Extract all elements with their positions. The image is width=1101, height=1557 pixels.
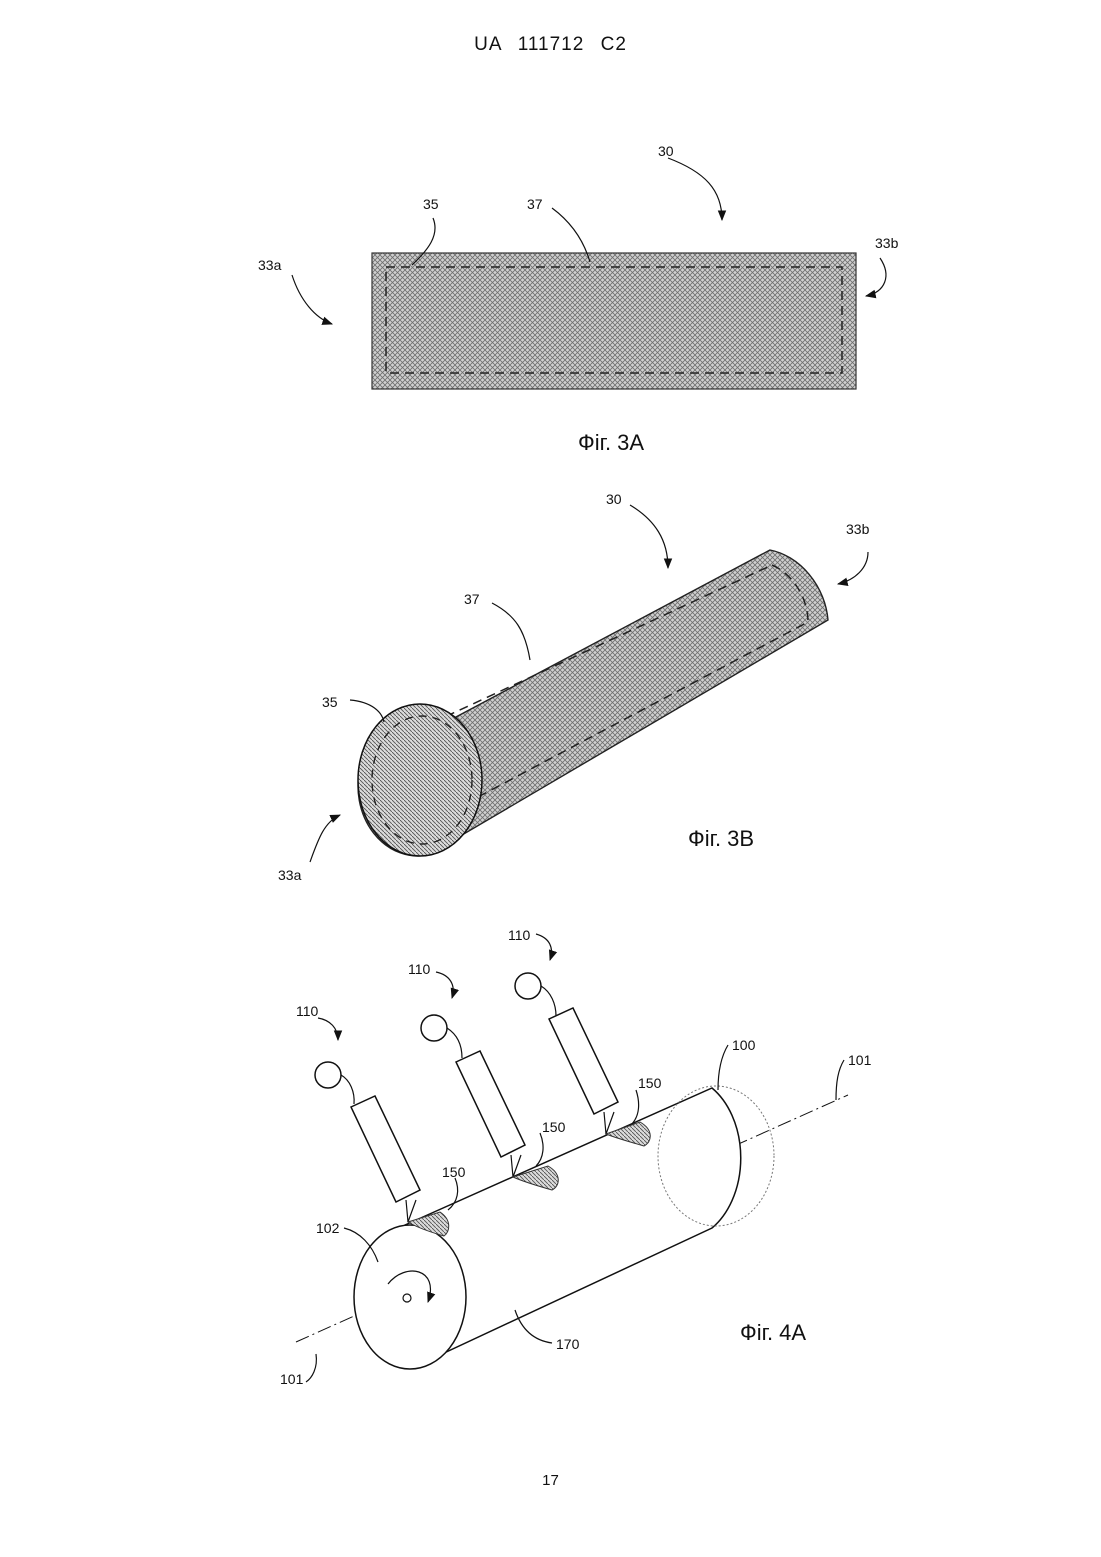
label-102: 102 bbox=[316, 1220, 340, 1236]
label-150: 150 bbox=[638, 1075, 662, 1091]
label-170: 170 bbox=[556, 1336, 580, 1352]
label-33b: 33b bbox=[875, 235, 899, 251]
figure-4a: 110 110 110 100 101 150 150 150 102 170 … bbox=[280, 927, 872, 1387]
label-30: 30 bbox=[606, 491, 622, 507]
page-number: 17 bbox=[0, 1472, 1101, 1489]
label-110: 110 bbox=[408, 961, 431, 977]
figure-3a: 30 35 37 33a 33b Фіг. 3А bbox=[258, 143, 899, 455]
tube-end-face bbox=[358, 704, 482, 856]
label-37: 37 bbox=[464, 591, 480, 607]
label-35: 35 bbox=[322, 694, 338, 710]
figure-caption-4a: Фіг. 4А bbox=[740, 1320, 806, 1345]
label-110: 110 bbox=[508, 927, 531, 943]
label-33a: 33a bbox=[278, 867, 302, 883]
axis-center bbox=[403, 1294, 411, 1302]
label-110: 110 bbox=[296, 1003, 319, 1019]
label-37: 37 bbox=[527, 196, 543, 212]
label-101: 101 bbox=[848, 1052, 872, 1068]
spinneret-nozzle bbox=[515, 973, 650, 1146]
label-150: 150 bbox=[442, 1164, 466, 1180]
label-33a: 33a bbox=[258, 257, 282, 273]
label-35: 35 bbox=[423, 196, 439, 212]
label-150: 150 bbox=[542, 1119, 566, 1135]
label-33b: 33b bbox=[846, 521, 870, 537]
label-30: 30 bbox=[658, 143, 674, 159]
spinneret-nozzle bbox=[315, 1062, 449, 1236]
figure-3b: 30 33b 37 35 33a Фіг. 3В bbox=[278, 491, 870, 883]
figure-caption-3a: Фіг. 3А bbox=[578, 430, 644, 455]
label-100: 100 bbox=[732, 1037, 756, 1053]
figure-caption-3b: Фіг. 3В bbox=[688, 826, 754, 851]
label-101: 101 bbox=[280, 1371, 304, 1387]
fabric-sheet bbox=[372, 253, 856, 389]
